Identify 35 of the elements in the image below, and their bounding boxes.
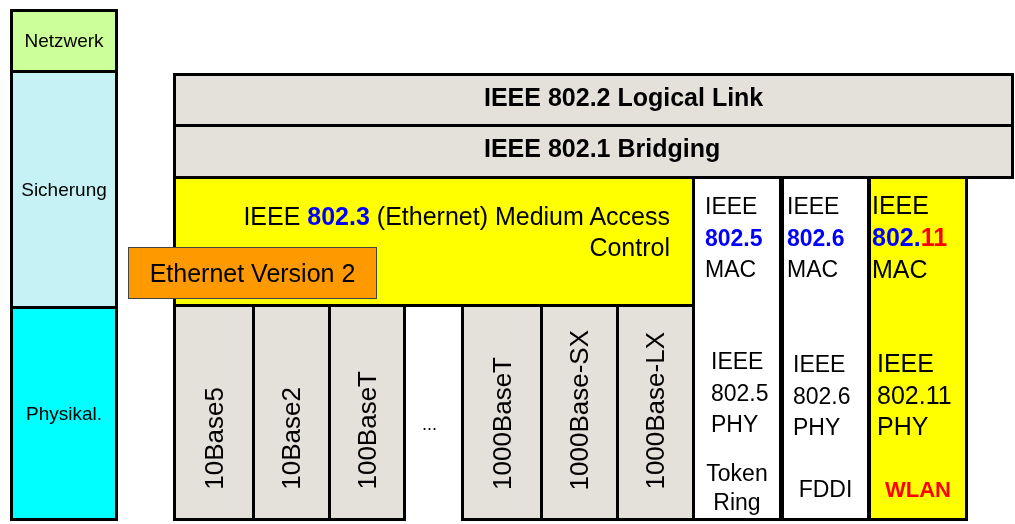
- standard-name: 10Base2: [276, 387, 307, 490]
- protocol-box: [128, 247, 377, 299]
- standard-name: 1000Base-SX: [564, 329, 595, 490]
- protocol-layer-bar: [173, 73, 1014, 127]
- protocol-name: IEEE 802.6 PHY: [793, 350, 851, 442]
- protocol-name: WLAN: [885, 477, 951, 503]
- osi-layer-box: [10, 9, 118, 73]
- layer-name: Physikal.: [26, 402, 102, 425]
- phy-standard-column: [252, 304, 331, 521]
- osi-layer-box: [10, 70, 118, 309]
- protocol-column: [779, 176, 870, 521]
- standard-name: 100BaseT: [351, 371, 383, 490]
- protocol-name: IEEE 802.5 MAC: [705, 192, 763, 284]
- standard-name: 1000Base-LX: [640, 332, 671, 490]
- phy-standard-column: [328, 304, 406, 521]
- standard-name: 10Base5: [198, 387, 230, 490]
- protocol-name: IEEE 802.2 Logical Link: [484, 83, 764, 111]
- phy-standard-column: [173, 304, 255, 521]
- layer-name: Sicherung: [21, 178, 107, 201]
- phy-standard-column: [616, 304, 695, 521]
- layer-name: Netzwerk: [24, 30, 104, 52]
- protocol-name: IEEE 802.6 MAC: [787, 192, 845, 284]
- osi-layer-box: [10, 306, 118, 521]
- protocol-layer-bar: [173, 124, 1014, 179]
- protocol-name: FDDI: [798, 475, 853, 503]
- phy-standard-column: [540, 304, 619, 521]
- protocol-name: IEEE 802.5 PHY: [711, 347, 769, 439]
- protocol-name: Token Ring: [706, 459, 768, 517]
- standard-name: 1000BaseT: [486, 357, 518, 490]
- ellipsis: ...: [422, 414, 437, 435]
- protocol-name: IEEE 802.11 PHY: [877, 348, 952, 442]
- protocol-name: IEEE 802.11 MAC: [872, 190, 948, 285]
- protocol-column: [867, 176, 968, 521]
- protocol-name: IEEE 802.1 Bridging: [484, 134, 721, 162]
- phy-standard-column: [461, 304, 543, 521]
